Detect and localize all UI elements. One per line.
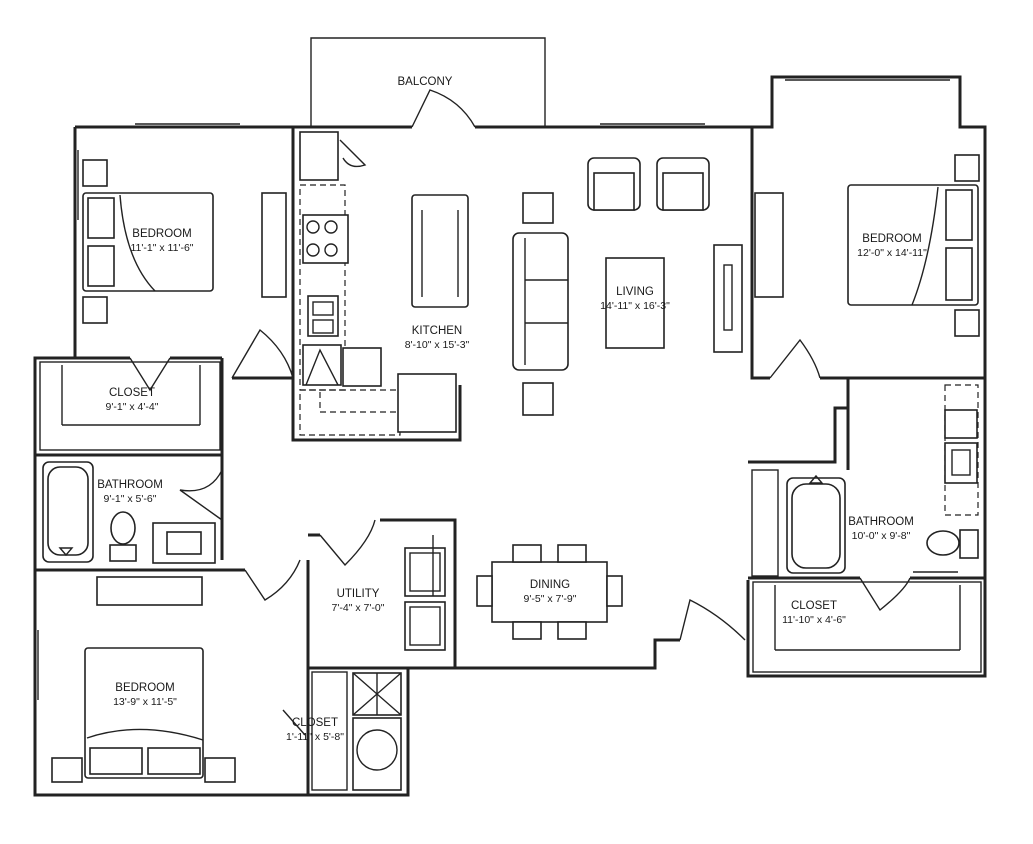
living-dim: 14'-11" x 16'-3" xyxy=(600,300,670,312)
bedroom2-dim: 12'-0" x 14'-11" xyxy=(857,247,927,259)
interior-walls xyxy=(35,127,985,795)
bathroom2-dim: 10'-0" x 9'-8" xyxy=(852,530,911,542)
furniture xyxy=(39,131,982,791)
dining-dim: 9'-5" x 7'-9" xyxy=(524,593,577,605)
bedroom3-label: BEDROOM xyxy=(115,682,174,694)
living-label: LIVING xyxy=(616,286,654,298)
bedroom3-dim: 13'-9" x 11'-5" xyxy=(113,696,177,708)
closet3-dim: 1'-11" x 5'-8" xyxy=(286,731,344,743)
kitchen-dim: 8'-10" x 15'-3" xyxy=(405,339,470,351)
closet1-label: CLOSET xyxy=(109,387,155,399)
bedroom1-label: BEDROOM xyxy=(132,228,191,240)
closet3-label: CLOSET xyxy=(292,717,338,729)
utility-label: UTILITY xyxy=(337,588,380,600)
bathroom1-dim: 9'-1" x 5'-6" xyxy=(104,493,157,505)
exterior-walls xyxy=(33,37,987,797)
bathroom1-label: BATHROOM xyxy=(97,479,163,491)
bedroom1-dim: 11'-1" x 11'-6" xyxy=(130,242,193,254)
closet2-dim: 11'-10" x 4'-6" xyxy=(782,614,846,626)
balcony-label: BALCONY xyxy=(398,76,453,88)
room-labels: BALCONY BEDROOM 11'-1" x 11'-6" BEDROOM … xyxy=(97,76,927,743)
kitchen-label: KITCHEN xyxy=(412,325,462,337)
windows xyxy=(37,79,950,700)
bathroom2-label: BATHROOM xyxy=(848,516,914,528)
closet2-label: CLOSET xyxy=(791,600,837,612)
closet1-dim: 9'-1" x 4'-4" xyxy=(106,401,159,413)
dining-label: DINING xyxy=(530,579,570,591)
doors xyxy=(129,89,911,736)
bedroom2-label: BEDROOM xyxy=(862,233,921,245)
utility-dim: 7'-4" x 7'-0" xyxy=(332,602,385,614)
